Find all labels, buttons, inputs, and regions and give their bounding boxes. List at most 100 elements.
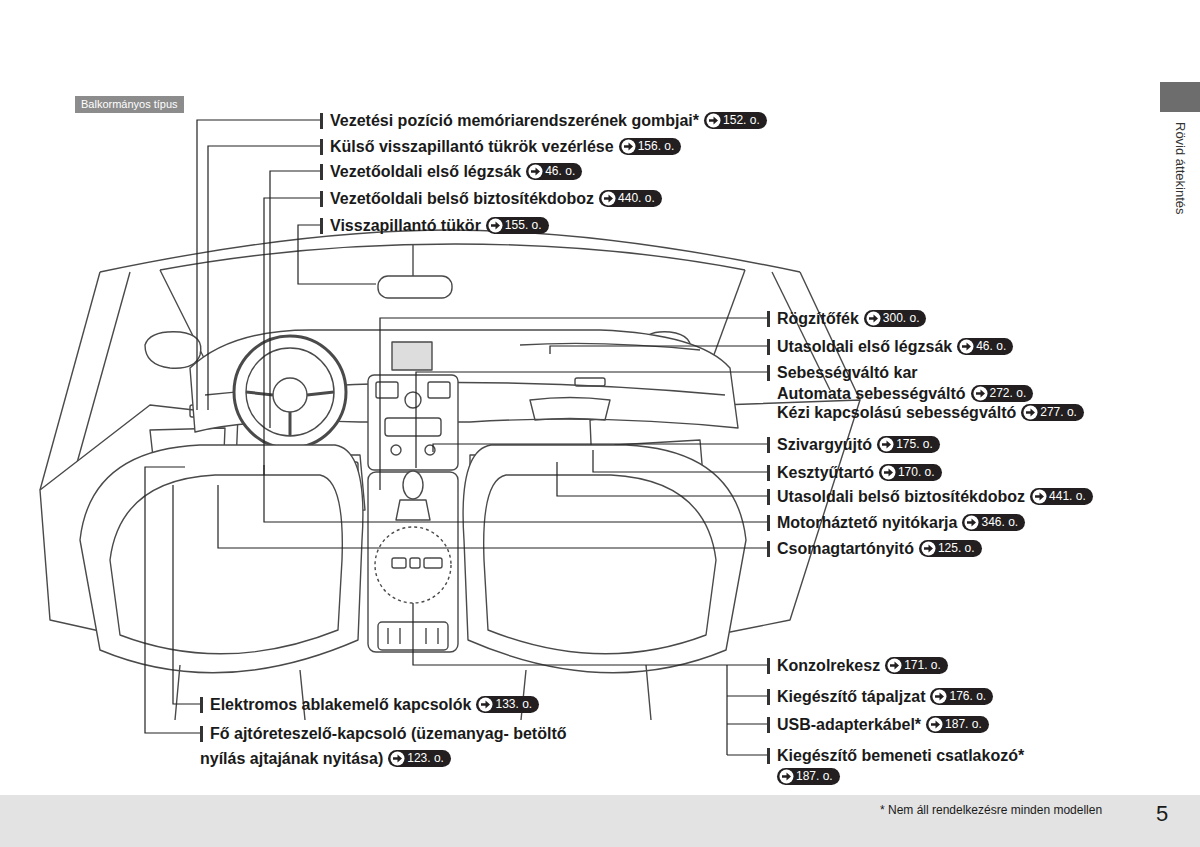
page-ref-badge: 152. o.	[704, 112, 767, 129]
label-bar	[767, 465, 770, 481]
page-ref-text: 156. o.	[638, 139, 675, 153]
callout-row: Utasoldali belső biztosítékdoboz441. o.	[767, 486, 1093, 507]
page-ref-text: 440. o.	[618, 191, 655, 205]
callout-row: Motorháztető nyitókarja346. o.	[767, 512, 1025, 533]
label-bar	[767, 339, 770, 355]
page-ref-text: 346. o.	[981, 515, 1018, 529]
page-ref-text: 171. o.	[904, 658, 941, 672]
label-bar	[767, 689, 770, 705]
page-ref-badge: 155. o.	[486, 217, 549, 234]
page-ref-badge: 441. o.	[1030, 488, 1093, 505]
arrow-icon	[866, 311, 881, 326]
page-ref-badge: 156. o.	[619, 138, 682, 155]
callout-label: Automata sebességváltó	[777, 385, 966, 402]
page-ref-badge: 346. o.	[962, 514, 1025, 531]
callout-label: Csomagtartónyitó	[777, 540, 914, 557]
label-bar	[320, 218, 323, 234]
page-ref-badge: 300. o.	[864, 310, 927, 327]
label-bar	[767, 515, 770, 531]
page-ref-badge: 272. o.	[971, 385, 1034, 402]
callout-row: Fő ajtóreteszelő-kapcsoló (üzemanyag- be…	[200, 721, 572, 771]
arrow-icon	[881, 465, 896, 480]
page-ref-badge: 171. o.	[885, 657, 948, 674]
callout-label: Visszapillantó tükör	[330, 217, 481, 234]
callout-row: Csomagtartónyitó125. o.	[767, 538, 982, 559]
page-ref-text: 300. o.	[883, 311, 920, 325]
arrow-icon	[932, 689, 947, 704]
label-bar	[320, 139, 323, 155]
label-bar	[767, 717, 770, 733]
label-bar	[320, 164, 323, 180]
callout-label: Kesztyűtartó	[777, 464, 874, 481]
callout-row: Külső visszapillantó tükrök vezérlése 156…	[320, 136, 681, 157]
section-tab: Rövid áttekintés	[1160, 82, 1200, 112]
callout-label: Konzolrekesz	[777, 657, 880, 674]
label-bar	[767, 541, 770, 557]
page-ref-text: 441. o.	[1049, 489, 1086, 503]
footer-band: * Nem áll rendelkezésre minden modellen5	[0, 795, 1200, 847]
variant-tag: Balkormányos típus	[75, 96, 184, 113]
callout-label: Kiegészítő bemeneti csatlakozó*	[777, 747, 1024, 764]
callout-row: Sebességváltó kar	[767, 362, 918, 383]
callout-row: Visszapillantó tükör 155. o.	[320, 215, 549, 236]
arrow-icon	[779, 769, 794, 784]
page-ref-text: 123. o.	[407, 751, 444, 765]
arrow-icon	[478, 697, 493, 712]
callout-label: Kiegészítő tápaljzat	[777, 688, 925, 705]
callout-label: Fő ajtóreteszelő-kapcsoló (üzemanyag- be…	[200, 725, 567, 767]
callout-label: Külső visszapillantó tükrök vezérlése	[330, 138, 614, 155]
page-ref-badge: 175. o.	[877, 436, 940, 453]
page-ref-text: 175. o.	[896, 437, 933, 451]
label-bar	[767, 311, 770, 327]
page-ref-badge: 187. o.	[777, 768, 840, 785]
callout-row: USB-adapterkábel* 187. o.	[767, 714, 989, 735]
callout-row: Szivargyújtó 175. o.	[767, 434, 940, 455]
page-ref-text: 176. o.	[949, 689, 986, 703]
page-ref-text: 187. o.	[796, 769, 833, 783]
page-ref-badge: 277. o.	[1021, 404, 1084, 421]
arrow-icon	[621, 139, 636, 154]
arrow-icon	[921, 541, 936, 556]
page-ref-badge: 46. o.	[957, 338, 1013, 355]
arrow-icon	[887, 658, 902, 673]
label-bar	[767, 437, 770, 453]
page-ref-text: 277. o.	[1040, 405, 1077, 419]
callout-row: 187. o.	[772, 766, 840, 786]
callout-label: Rögzítőfék	[777, 310, 859, 327]
page-ref-text: 155. o.	[505, 218, 542, 232]
page-ref-text: 187. o.	[945, 717, 982, 731]
page-ref-text: 152. o.	[723, 113, 760, 127]
arrow-icon	[928, 717, 943, 732]
callout-row: Kesztyűtartó 170. o.	[767, 462, 942, 483]
arrow-icon	[879, 437, 894, 452]
callout-label: Vezetőoldali belső biztosítékdoboz	[330, 190, 594, 207]
arrow-icon	[390, 751, 405, 766]
page-ref-badge: 133. o.	[476, 696, 539, 713]
page-ref-text: 46. o.	[976, 339, 1006, 353]
page-ref-text: 272. o.	[990, 386, 1027, 400]
page-ref-badge: 176. o.	[930, 688, 993, 705]
callout-label: USB-adapterkábel*	[777, 716, 921, 733]
label-bar	[320, 113, 323, 129]
label-bar	[200, 726, 203, 742]
footnote: * Nem áll rendelkezésre minden modellen	[880, 803, 1102, 817]
arrow-icon	[706, 113, 721, 128]
arrow-icon	[964, 515, 979, 530]
callout-row: Automata sebességváltó 272. o.	[777, 383, 1033, 404]
page-ref-badge: 170. o.	[879, 464, 942, 481]
page-ref-text: 133. o.	[495, 697, 532, 711]
callout-row: Kiegészítő tápaljzat 176. o.	[767, 686, 993, 707]
page-ref-badge: 440. o.	[599, 190, 662, 207]
callout-label: Elektromos ablakemelő kapcsolók	[210, 696, 471, 713]
callout-row: Vezetőoldali első légzsák46. o.	[320, 161, 582, 182]
callout-label: Kézi kapcsolású sebességváltó	[777, 404, 1016, 421]
page-ref-text: 170. o.	[898, 465, 935, 479]
callout-label: Szivargyújtó	[777, 436, 872, 453]
arrow-icon	[528, 164, 543, 179]
callout-row: Rögzítőfék 300. o.	[767, 308, 926, 329]
variant-text: Balkormányos típus	[81, 98, 178, 110]
callout-row: Elektromos ablakemelő kapcsolók 133. o.	[200, 694, 539, 715]
label-bar	[767, 748, 770, 764]
section-tab-text: Rövid áttekintés	[1173, 122, 1188, 215]
callout-row: Vezetőoldali belső biztosítékdoboz 440. o…	[320, 188, 662, 209]
